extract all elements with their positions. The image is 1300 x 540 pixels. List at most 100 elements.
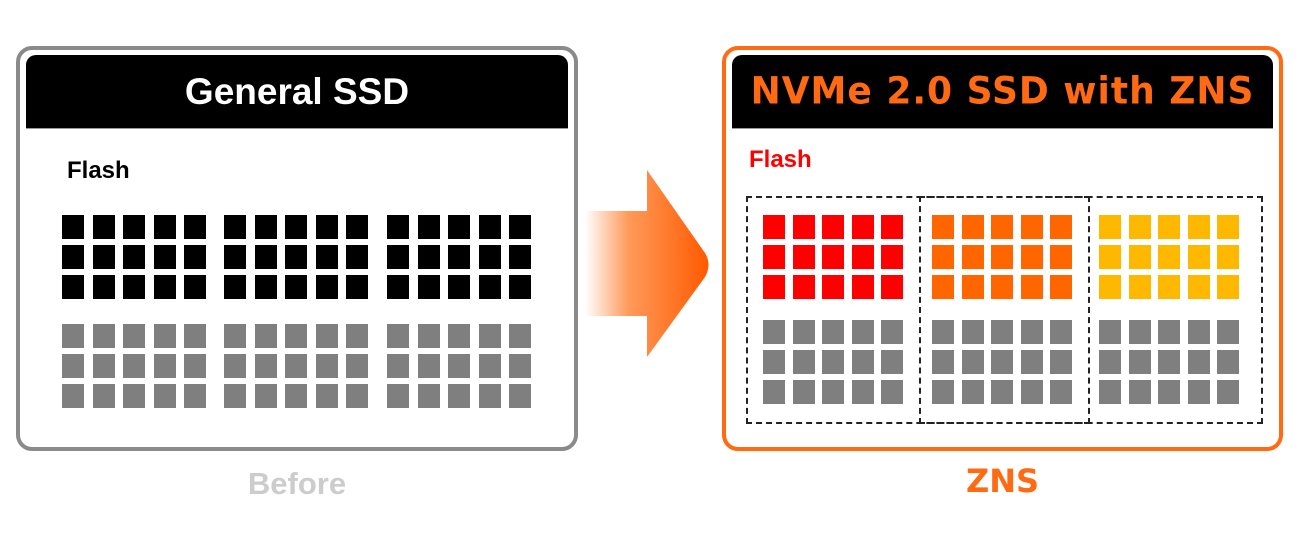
zone-1-block-idle <box>851 350 874 374</box>
flash-block-idle <box>254 354 277 378</box>
zone-3-block-active <box>1128 215 1151 239</box>
flash-block-idle <box>448 384 470 408</box>
flash-block-idle <box>509 354 531 378</box>
zone-1-block-active <box>763 215 785 239</box>
zone-3-block-idle <box>1187 320 1210 344</box>
zone-1-block-active <box>822 275 844 299</box>
flash-block-active <box>315 215 338 239</box>
zone-2-block-idle <box>1050 380 1072 404</box>
flash-block-idle <box>62 384 84 408</box>
zone-3-block-active <box>1158 245 1180 269</box>
zone-1-block-active <box>822 215 844 239</box>
zone-1-block-active <box>822 245 844 269</box>
before-caption: Before <box>247 466 347 501</box>
zone-2-block-active <box>961 245 984 269</box>
zone-3-block-active <box>1187 215 1210 239</box>
zone-1-block-active <box>763 275 785 299</box>
flash-block-idle <box>254 324 277 348</box>
zone-3-block-idle <box>1158 320 1180 344</box>
flash-block-active <box>478 215 501 239</box>
zone-3-block-idle <box>1128 380 1151 404</box>
flash-block-idle <box>417 384 440 408</box>
zone-3-block-active <box>1099 245 1121 269</box>
flash-block-active <box>509 275 531 299</box>
zone-2-block-idle <box>932 320 954 344</box>
zone-2-block-idle <box>991 380 1013 404</box>
flash-block-idle <box>224 354 246 378</box>
flash-block-idle <box>285 354 307 378</box>
flash-block-active <box>123 215 145 239</box>
flash-block-idle <box>153 384 176 408</box>
flash-block-idle <box>62 324 84 348</box>
flash-block-active <box>285 215 307 239</box>
zone-2-block-active <box>1020 245 1043 269</box>
zone-1-block-active <box>792 245 815 269</box>
zone-2-block-active <box>991 275 1013 299</box>
flash-block-active <box>184 275 206 299</box>
general-ssd-title: General SSD <box>184 70 410 112</box>
zone-3-block-idle <box>1128 320 1151 344</box>
zone-3-block-idle <box>1187 380 1210 404</box>
zone-2-block-idle <box>961 380 984 404</box>
zone-2-block-idle <box>961 350 984 374</box>
flash-block-idle <box>62 354 84 378</box>
flash-block-active <box>285 245 307 269</box>
flash-block-idle <box>224 324 246 348</box>
flash-block-active <box>153 245 176 269</box>
flash-block-idle <box>478 324 501 348</box>
flash-block-idle <box>346 324 368 348</box>
flash-block-idle <box>123 384 145 408</box>
flash-block-active <box>448 245 470 269</box>
flash-block-active <box>224 215 246 239</box>
flash-block-active <box>153 215 176 239</box>
flash-block-idle <box>509 384 531 408</box>
zone-3-block-active <box>1099 215 1121 239</box>
flash-block-idle <box>346 354 368 378</box>
flash-block-active <box>478 275 501 299</box>
zns-flash-label: Flash <box>749 146 812 173</box>
flash-block-active <box>346 245 368 269</box>
flash-block-idle <box>315 384 338 408</box>
zone-2-block-active <box>961 215 984 239</box>
transition-arrow-icon <box>585 170 709 357</box>
zone-1-block-active <box>881 215 903 239</box>
flash-block-idle <box>123 324 145 348</box>
flash-block-active <box>254 245 277 269</box>
zone-3-block-idle <box>1099 380 1121 404</box>
flash-block-idle <box>448 324 470 348</box>
zone-2-block-idle <box>991 350 1013 374</box>
flash-block-idle <box>92 384 115 408</box>
flash-block-active <box>224 245 246 269</box>
zone-3-block-active <box>1158 275 1180 299</box>
flash-block-active <box>184 245 206 269</box>
flash-block-idle <box>478 384 501 408</box>
flash-block-active <box>62 245 84 269</box>
zone-3-block-active <box>1099 275 1121 299</box>
zone-2-block-active <box>991 215 1013 239</box>
flash-block-active <box>509 215 531 239</box>
flash-block-active <box>417 245 440 269</box>
zone-3-block-active <box>1128 245 1151 269</box>
zone-2-block-idle <box>932 380 954 404</box>
flash-block-idle <box>184 324 206 348</box>
flash-block-idle <box>92 324 115 348</box>
flash-block-idle <box>184 354 206 378</box>
zns-ssd-title: NVMe 2.0 SSD with ZNS <box>750 69 1255 114</box>
flash-block-active <box>184 215 206 239</box>
zone-2-block-idle <box>991 320 1013 344</box>
flash-block-idle <box>254 384 277 408</box>
flash-block-idle <box>417 324 440 348</box>
flash-block-active <box>153 275 176 299</box>
zns-caption: ZNS <box>965 462 1040 500</box>
zone-1-block-active <box>763 245 785 269</box>
flash-block-idle <box>478 354 501 378</box>
zone-3-block-idle <box>1099 350 1121 374</box>
zone-2-block-idle <box>1050 320 1072 344</box>
zone-2-block-active <box>1020 275 1043 299</box>
flash-block-active <box>92 215 115 239</box>
zone-2-block-idle <box>932 350 954 374</box>
flash-block-active <box>346 215 368 239</box>
flash-block-idle <box>285 324 307 348</box>
flash-block-idle <box>123 354 145 378</box>
zone-3-block-active <box>1217 275 1239 299</box>
